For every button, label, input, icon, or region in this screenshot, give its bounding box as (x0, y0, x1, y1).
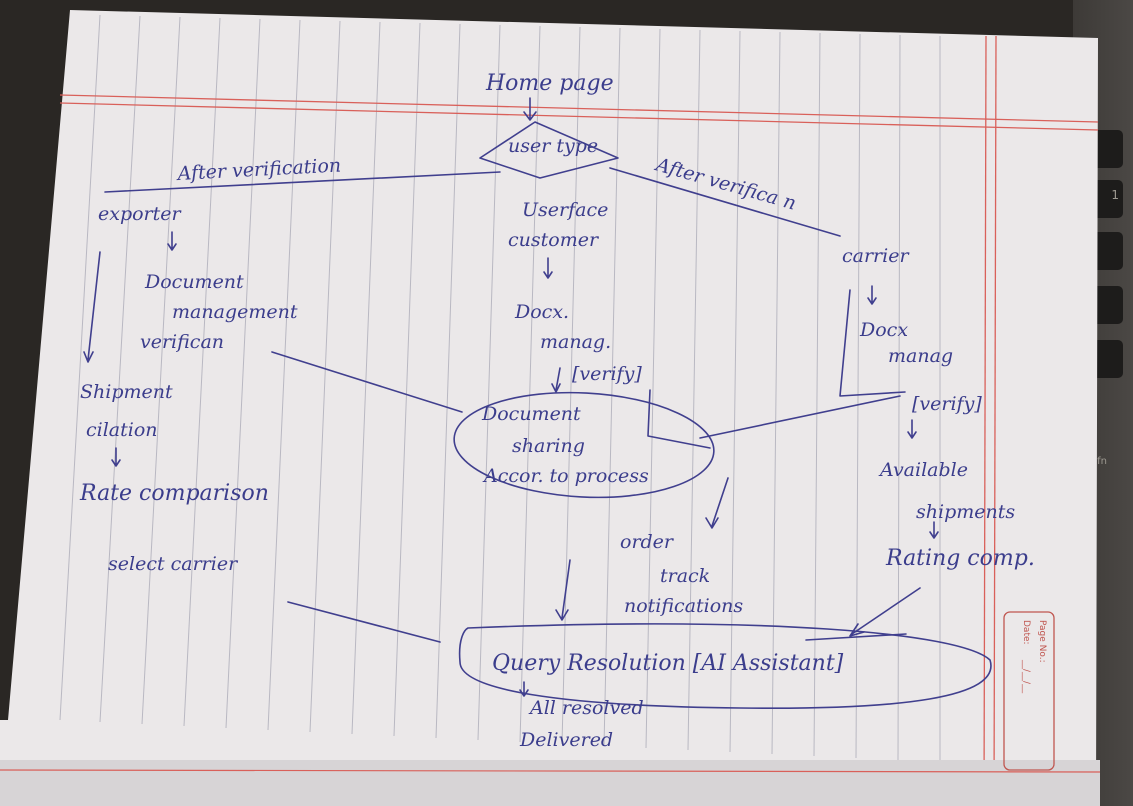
connector-exporter-to-query (287, 601, 441, 643)
document-sharing-ellipse (453, 391, 715, 499)
carrier-available-line1: Available (878, 459, 968, 481)
bottom-margin-line (0, 769, 1101, 773)
arrow-customer-to-docshare (551, 367, 561, 393)
arrow-docshare-to-order (705, 477, 729, 529)
carrier-doc-line1: Docx (859, 319, 908, 341)
date-label: Date: (1021, 620, 1031, 645)
arrow-exporter-to-docshare (271, 351, 463, 413)
carrier-rating-comp: Rating comp. (885, 546, 1035, 571)
exporter-doc-line1: Document (144, 271, 244, 293)
customer-node: customer (508, 229, 600, 251)
arrow-home-to-usertype (523, 97, 537, 121)
query-resolution-node: Query Resolution [AI Assistant] (492, 651, 844, 676)
carrier-doc-line2: manag (888, 345, 953, 367)
carrier-bracket (839, 289, 906, 397)
connector-to-exporter (104, 171, 501, 193)
arrow-carrier-verify-down (907, 419, 917, 439)
arrow-available-down (929, 521, 939, 539)
customer-doc-line3: [verify] (572, 363, 642, 385)
doc-sharing-line3: Accor. to process (482, 465, 649, 487)
page-bottom (0, 760, 1100, 806)
arrow-shipment-down (111, 447, 121, 467)
laptop-key-label: 1 (1111, 188, 1119, 202)
arrow-exporter-down (167, 231, 177, 251)
customer-doc-line1: Docx. (514, 301, 569, 323)
carrier-doc-line3: [verify] (912, 393, 982, 415)
customer-doc-line2: manag. (540, 331, 611, 353)
arrow-to-query (555, 559, 571, 621)
user-type-node: user type (508, 135, 598, 157)
date-blank: __/__/__ (1021, 659, 1031, 694)
page-no-label: Page No.: (1037, 620, 1047, 663)
doc-sharing-line1: Document (481, 403, 581, 425)
exporter-select-carrier: select carrier (108, 553, 239, 575)
connector-to-carrier (609, 167, 841, 237)
order-line2: track (660, 565, 710, 587)
connector-customer-to-docshare (647, 389, 711, 449)
paper-sheet (0, 10, 1098, 806)
order-line1: order (620, 531, 675, 553)
final-line2: Delivered (519, 729, 613, 751)
exporter-shipment-line2: cilation (86, 419, 158, 441)
margin-lines (59, 35, 1099, 801)
order-line3: notifications (624, 595, 743, 617)
exporter-long-arrow (83, 251, 101, 363)
exporter-doc-line2: management (172, 301, 298, 323)
carrier-available-line2: shipments (916, 501, 1015, 523)
final-line1: All resolved (528, 697, 644, 719)
carrier-node: carrier (842, 245, 910, 267)
query-resolution-shape (458, 623, 992, 710)
arrow-carrier-down (867, 285, 877, 305)
exporter-rate-comparison: Rate comparison (79, 481, 269, 506)
customer-userface: Userface (522, 199, 608, 221)
doc-sharing-line2: sharing (512, 435, 585, 457)
user-type-diamond (479, 121, 619, 179)
exporter-shipment-line1: Shipment (80, 381, 173, 403)
exporter-doc-line3: verifican (140, 331, 224, 353)
arrow-customer-down (543, 257, 553, 279)
page-date-box: Page No.: Date: __/__/__ (1003, 611, 1055, 771)
arrow-rating-to-query (849, 587, 921, 637)
exporter-node: exporter (98, 203, 183, 225)
arrow-query-down (519, 681, 529, 697)
laptop-fn-label: fn (1097, 456, 1107, 467)
home-page-node: Home page (485, 71, 614, 96)
ruled-lines (59, 14, 941, 762)
arrow-carrier-to-docshare (699, 395, 901, 439)
